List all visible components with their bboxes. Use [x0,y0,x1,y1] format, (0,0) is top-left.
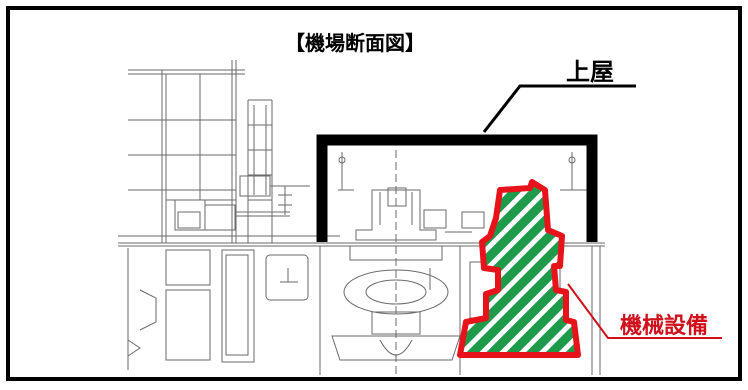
outer-border [6,6,742,381]
diagram-title: 【機場断面図】 [285,31,425,55]
mechanical-equipment-highlight [457,179,581,358]
equipment-label: 機械設備 [620,313,708,339]
roof-structure [316,134,598,242]
roof-leader-line [482,84,636,133]
background-drawing [118,60,605,375]
roof-label: 上屋 [566,58,614,86]
equipment-leader-line [567,283,722,339]
